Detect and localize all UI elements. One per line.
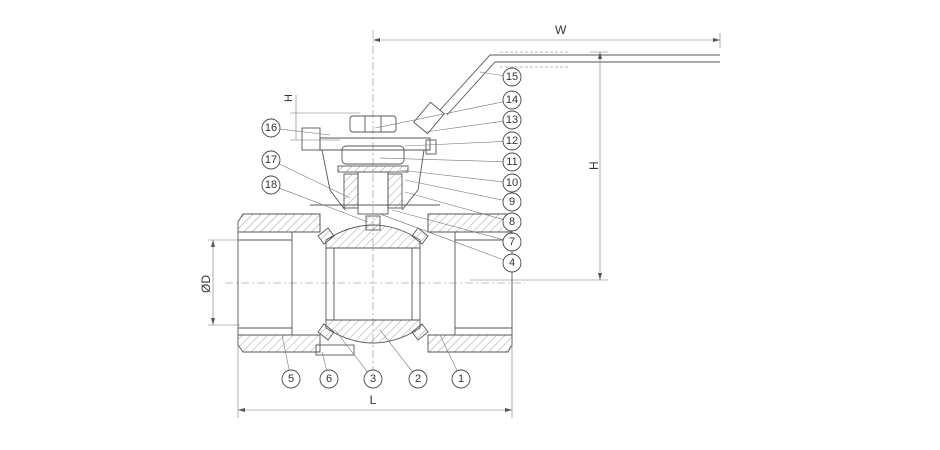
callout-14: 14 xyxy=(374,90,522,129)
leader-line xyxy=(404,141,504,147)
handle-height-label: H xyxy=(283,94,295,102)
length-label: L xyxy=(370,393,377,407)
leader-line xyxy=(399,169,504,183)
callout-number: 10 xyxy=(506,177,518,189)
callout-circle xyxy=(502,212,522,232)
callout-circle xyxy=(502,90,522,110)
callout-12: 12 xyxy=(404,131,522,151)
overall-height-label: H xyxy=(587,161,601,170)
width-dimension: W xyxy=(373,23,721,48)
callout-circle xyxy=(502,192,522,212)
callout-circle xyxy=(319,369,339,389)
callout-number: 4 xyxy=(509,257,515,269)
callout-number: 1 xyxy=(458,373,464,385)
callout-3: 3 xyxy=(334,329,383,389)
leader-line xyxy=(334,329,368,373)
callout-2: 2 xyxy=(379,329,428,389)
callout-circle xyxy=(502,152,522,172)
valve-body xyxy=(237,204,513,356)
leader-line xyxy=(279,128,331,136)
callout-circle xyxy=(261,118,281,138)
callout-11: 11 xyxy=(379,152,522,172)
leader-line xyxy=(374,101,504,129)
callout-15: 15 xyxy=(479,67,522,87)
callout-18: 18 xyxy=(261,175,369,223)
callout-number: 16 xyxy=(265,122,277,134)
overall-height-dimension: H xyxy=(470,51,608,281)
leader-line xyxy=(391,209,504,240)
bore-diameter-dimension: ØD xyxy=(199,239,240,326)
leader-line xyxy=(439,334,458,372)
callout-circle xyxy=(502,131,522,151)
callout-number: 6 xyxy=(326,373,332,385)
callout-number: 17 xyxy=(265,154,277,166)
callout-5: 5 xyxy=(281,334,301,389)
callout-number: 8 xyxy=(509,216,515,228)
callout-number: 3 xyxy=(370,373,376,385)
stem-assembly xyxy=(301,115,437,215)
callout-8: 8 xyxy=(404,191,522,232)
leader-line xyxy=(281,334,290,371)
callout-number: 14 xyxy=(506,94,518,106)
handle-height-dimension: H xyxy=(283,94,360,141)
leader-line xyxy=(279,187,369,223)
callout-number: 15 xyxy=(506,71,518,83)
callout-circle xyxy=(502,173,522,193)
callout-number: 5 xyxy=(288,373,294,385)
callout-circle xyxy=(281,369,301,389)
leader-line xyxy=(321,351,328,371)
callout-13: 13 xyxy=(424,110,522,133)
callout-number: 11 xyxy=(506,156,517,168)
callout-circle xyxy=(261,175,281,195)
callout-circle xyxy=(502,67,522,87)
leader-line xyxy=(404,179,504,201)
callout-10: 10 xyxy=(399,169,522,193)
callout-number: 9 xyxy=(509,196,515,208)
leader-line xyxy=(278,163,351,199)
leader-line xyxy=(379,157,504,163)
callout-number: 12 xyxy=(506,135,518,147)
callout-7: 7 xyxy=(391,209,522,252)
length-dimension: L xyxy=(237,345,513,418)
handle xyxy=(413,51,720,135)
callout-circle xyxy=(261,150,281,170)
callout-circle xyxy=(502,110,522,130)
callout-6: 6 xyxy=(319,351,339,389)
callout-circle xyxy=(451,369,471,389)
callout-17: 17 xyxy=(261,150,351,199)
callout-circle xyxy=(363,369,383,389)
leader-line xyxy=(424,120,504,133)
callout-1: 1 xyxy=(439,334,471,389)
callout-circle xyxy=(408,369,428,389)
leader-line xyxy=(379,213,504,261)
leader-line xyxy=(479,71,504,76)
bore-diameter-label: ØD xyxy=(199,275,213,293)
callout-9: 9 xyxy=(404,179,522,212)
callout-16: 16 xyxy=(261,118,331,138)
callout-number: 13 xyxy=(506,114,518,126)
width-label: W xyxy=(555,23,567,37)
callout-4: 4 xyxy=(379,213,522,273)
callout-number: 2 xyxy=(415,373,421,385)
callout-circle xyxy=(502,253,522,273)
leader-line xyxy=(404,191,504,220)
callout-circle xyxy=(502,232,522,252)
leader-line xyxy=(379,329,413,373)
callout-number: 7 xyxy=(509,236,515,248)
callout-number: 18 xyxy=(265,179,277,191)
